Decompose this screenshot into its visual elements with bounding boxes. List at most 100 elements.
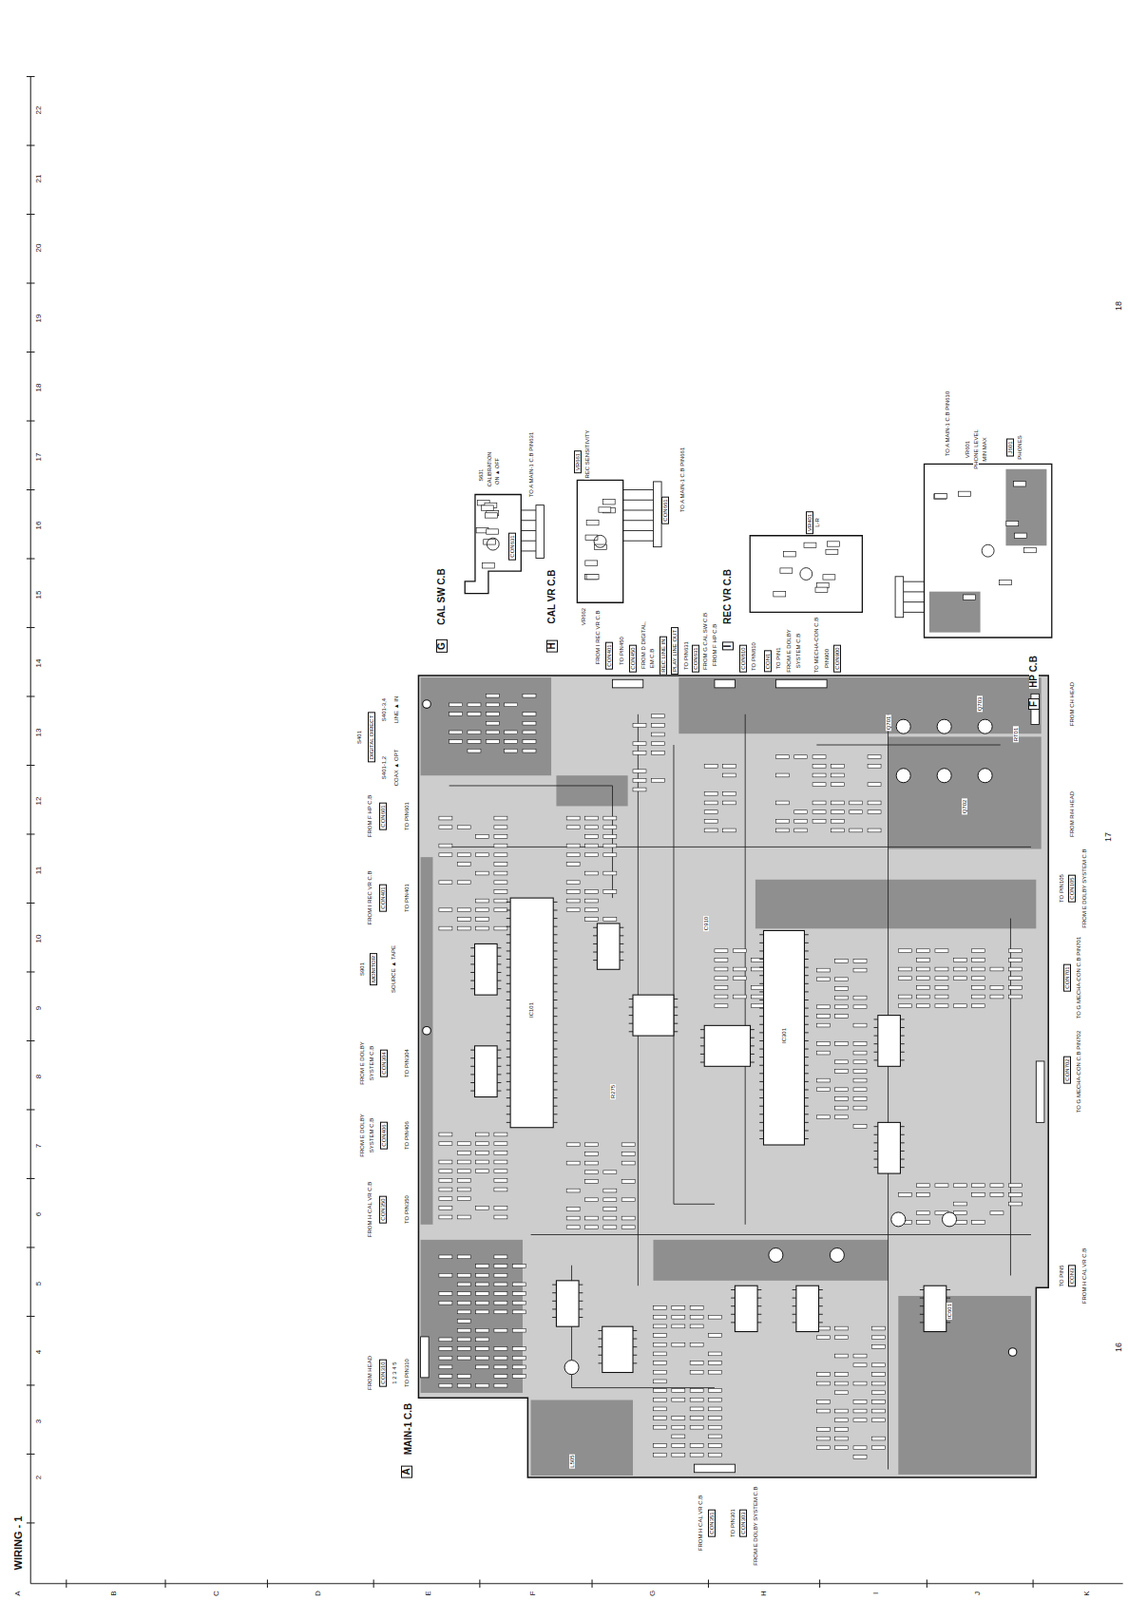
circuit-trace <box>572 1265 715 1389</box>
resistor-symbol <box>585 871 599 876</box>
resistor-symbol <box>816 1023 830 1028</box>
resistor-symbol <box>467 740 481 745</box>
resistor-symbol <box>853 1051 867 1055</box>
resistor-symbol <box>671 1416 686 1421</box>
part-label: CALIBRATION <box>487 451 494 488</box>
resistor-symbol <box>449 740 463 745</box>
resistor-symbol <box>751 994 765 999</box>
part-label: MIN MAX <box>981 436 988 463</box>
component-symbol <box>1013 533 1027 538</box>
resistor-symbol <box>439 1365 453 1370</box>
component-symbol <box>933 494 946 499</box>
resistor-symbol <box>898 967 912 972</box>
resistor-symbol <box>439 1197 453 1202</box>
tick-mark <box>26 1108 36 1110</box>
resistor-symbol <box>830 819 844 823</box>
connector-label: EM C.B <box>649 648 655 670</box>
tick-mark <box>373 1580 375 1589</box>
ic-pin <box>757 1321 762 1323</box>
resistor-symbol <box>566 843 580 848</box>
part-label: VR401 <box>805 511 814 535</box>
tick-mark <box>926 1580 928 1589</box>
resistor-symbol <box>867 755 881 760</box>
ic-pin <box>470 972 475 974</box>
circuit-trace <box>439 846 1032 848</box>
ic-pin <box>899 1027 904 1029</box>
ic-pin <box>874 1051 879 1053</box>
board-title: CAL SW C.B <box>437 568 447 627</box>
resistor-symbol <box>732 976 746 981</box>
resistor-symbol <box>751 967 765 972</box>
resistor-symbol <box>585 1180 599 1185</box>
wire <box>520 540 536 542</box>
resistor-symbol <box>871 1436 885 1441</box>
connector-label: SYSTEM C.B <box>368 1116 375 1153</box>
wire <box>903 581 924 583</box>
grid-reference: 15 <box>35 590 43 601</box>
resistor-symbol <box>835 977 849 982</box>
resistor-symbol <box>476 1132 490 1137</box>
ic-pin <box>792 1314 797 1316</box>
copper-plane <box>888 736 1042 849</box>
ic-pin <box>792 1305 797 1307</box>
tick-mark <box>819 1580 821 1589</box>
resistor-symbol <box>935 976 949 981</box>
resistor-symbol <box>816 1336 830 1340</box>
potentiometer-symbol <box>593 535 607 548</box>
resistor-symbol <box>439 1292 453 1297</box>
connector-label: CON401 <box>379 884 387 913</box>
resistor-symbol <box>522 693 536 698</box>
resistor-symbol <box>603 835 617 840</box>
resistor-symbol <box>1008 949 1022 954</box>
resistor-symbol <box>816 968 830 973</box>
circuit-board: IREC VR C.B <box>719 525 868 659</box>
copper-plane <box>531 1400 633 1476</box>
resistor-symbol <box>714 967 728 972</box>
resistor-symbol <box>835 1418 849 1423</box>
ic-pin <box>553 909 557 911</box>
resistor-symbol <box>650 742 665 746</box>
grid-reference: G <box>649 1589 657 1598</box>
resistor-symbol <box>853 968 867 973</box>
resistor-symbol <box>457 1142 471 1147</box>
resistor-symbol <box>689 1306 704 1311</box>
resistor-symbol <box>853 995 867 1000</box>
ic-pin <box>759 1040 764 1042</box>
resistor-symbol <box>990 1211 1004 1216</box>
ic-pin <box>874 1018 879 1020</box>
connector-label: FROM E DOLBY <box>785 629 792 674</box>
resistor-symbol <box>671 1453 686 1457</box>
wire <box>520 519 536 521</box>
ic-pin <box>759 1113 764 1115</box>
ic-pin <box>899 1059 904 1061</box>
potentiometer-symbol <box>981 545 995 558</box>
resistor-symbol <box>439 1255 453 1260</box>
resistor-symbol <box>512 1282 526 1287</box>
resistor-symbol <box>723 773 737 778</box>
resistor-symbol <box>812 783 826 787</box>
resistor-symbol <box>632 750 647 755</box>
resistor-symbol <box>689 1407 704 1412</box>
component-symbol <box>803 542 817 548</box>
ic-pin <box>673 1007 678 1009</box>
connector-label: FROM H CAL VR C.B <box>1081 1247 1088 1305</box>
resistor-symbol <box>816 1088 830 1092</box>
resistor-symbol <box>457 1338 471 1342</box>
connector-label: CON350 <box>379 1195 387 1224</box>
resistor-symbol <box>853 1070 867 1074</box>
connector-label: FROM F HP C.B <box>366 794 373 840</box>
resistor-symbol <box>632 778 647 783</box>
copper-plane <box>420 857 434 1225</box>
resistor-symbol <box>632 787 647 792</box>
ic-pin <box>899 1142 904 1144</box>
resistor-symbol <box>708 1425 723 1430</box>
resistor-symbol <box>652 1407 667 1412</box>
ic-pin <box>803 967 808 969</box>
ic-pin <box>632 1355 637 1357</box>
component-symbol <box>783 552 797 557</box>
resistor-symbol <box>457 1347 471 1352</box>
grid-reference: 13 <box>35 727 43 739</box>
ic-pin <box>506 1049 511 1051</box>
grid-reference: 18 <box>35 382 43 394</box>
ic-pin <box>553 1008 557 1010</box>
